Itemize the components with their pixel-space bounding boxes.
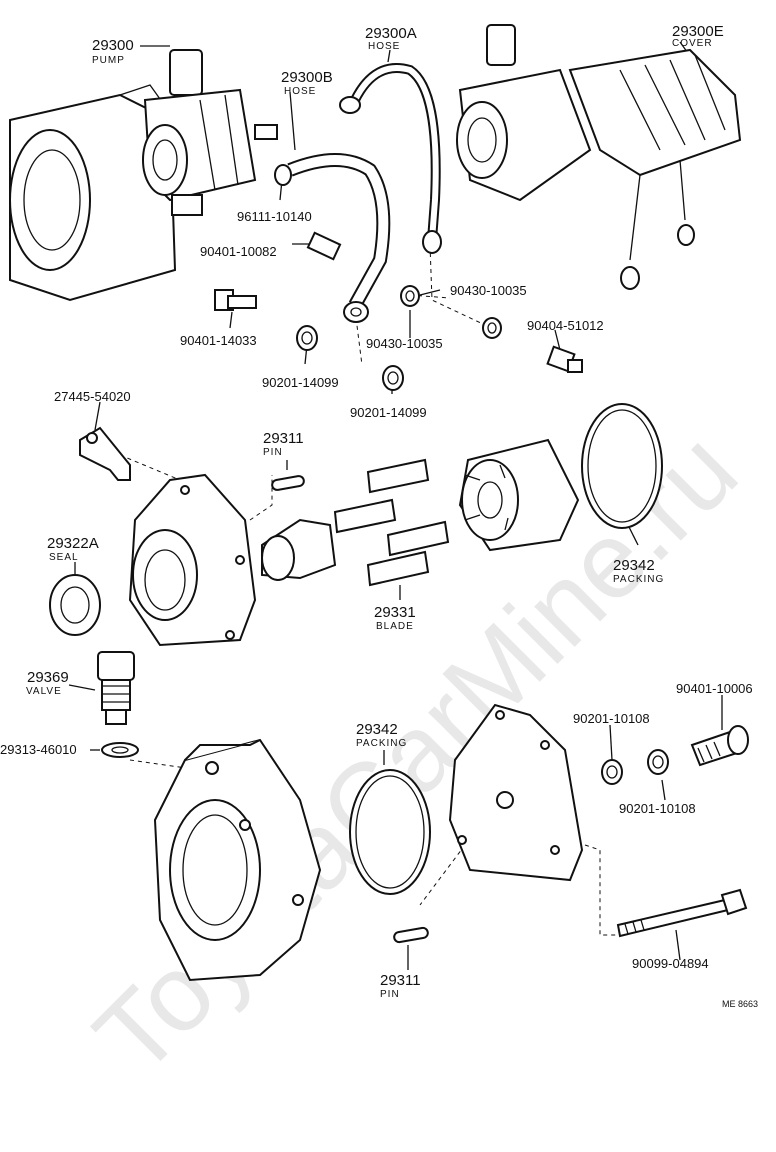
hose-29300b bbox=[274, 153, 391, 323]
label-part-name: PACKING bbox=[613, 574, 665, 585]
fitting-90404-51012 bbox=[546, 345, 583, 373]
label-part-no: 29311 bbox=[263, 430, 304, 447]
rotor bbox=[458, 438, 580, 552]
label-part-no: 29331 bbox=[374, 604, 416, 621]
drawing-reference: ME 8663 bbox=[722, 999, 759, 1009]
pin-29311-upper bbox=[271, 475, 305, 491]
end-plate bbox=[448, 703, 584, 882]
label-part-no: 90404-51012 bbox=[527, 318, 604, 333]
label-part-name: HOSE bbox=[368, 41, 401, 52]
label-part-no: 90201-10108 bbox=[619, 801, 696, 816]
label-part-no: 29300A bbox=[365, 25, 417, 42]
label-part-name: PUMP bbox=[92, 55, 125, 66]
label-part-name: SEAL bbox=[49, 552, 79, 563]
label-part-name: COVER bbox=[672, 38, 713, 49]
label-part-no: 90401-14033 bbox=[180, 333, 257, 348]
label-part-no: 90201-14099 bbox=[350, 405, 427, 420]
label-part-no: 29300B bbox=[281, 69, 333, 86]
label-part-no: 90401-10006 bbox=[676, 681, 753, 696]
rear-housing bbox=[153, 738, 322, 982]
label-part-name: VALVE bbox=[26, 686, 62, 697]
label-part-name: PIN bbox=[380, 989, 400, 1000]
label-part-no: 29311 bbox=[380, 972, 421, 989]
label-part-no: 29300 bbox=[92, 37, 134, 54]
bolt-90401-10006 bbox=[690, 725, 749, 767]
packing-29342-upper bbox=[581, 403, 663, 529]
label-part-no: 29322A bbox=[47, 535, 99, 552]
pump-with-cover-29300e bbox=[456, 24, 742, 290]
label-part-no: 90099-04894 bbox=[632, 956, 709, 971]
label-part-no: 27445-54020 bbox=[54, 389, 131, 404]
label-part-no: 90201-10108 bbox=[573, 711, 650, 726]
label-part-no: 29369 bbox=[27, 669, 69, 686]
bushing bbox=[261, 518, 337, 581]
label-part-no: 90430-10035 bbox=[366, 336, 443, 351]
label-part-no: 29313-46010 bbox=[0, 742, 77, 757]
gaskets-top bbox=[296, 285, 502, 391]
washer-29313-46010 bbox=[101, 742, 139, 758]
label-part-no: 29300E bbox=[672, 23, 724, 40]
label-part-no: 29342 bbox=[356, 721, 398, 738]
bracket-27445-54020 bbox=[79, 426, 131, 481]
label-part-no: 90201-14099 bbox=[262, 375, 339, 390]
label-part-no: 29342 bbox=[613, 557, 655, 574]
label-part-no: 90401-10082 bbox=[200, 244, 277, 259]
pump-assembly-29300 bbox=[9, 49, 278, 302]
hose-29300a bbox=[339, 63, 442, 254]
valve-29369 bbox=[97, 651, 135, 725]
front-housing bbox=[128, 473, 257, 647]
label-part-name: PACKING bbox=[356, 738, 408, 749]
label-part-no: 96111-10140 bbox=[237, 209, 312, 224]
blades-29331 bbox=[333, 458, 450, 587]
label-part-name: PIN bbox=[263, 447, 283, 458]
leader-lines bbox=[68, 41, 723, 970]
pin-29311-lower bbox=[393, 926, 429, 944]
banjo-bolts bbox=[214, 231, 342, 311]
label-part-name: HOSE bbox=[284, 86, 317, 97]
bolt-90099-04894 bbox=[616, 888, 748, 938]
gaskets-90201-10108 bbox=[601, 749, 669, 785]
seal-29322a bbox=[49, 574, 101, 636]
packing-29342-lower bbox=[349, 769, 431, 895]
label-part-name: BLADE bbox=[376, 621, 414, 632]
label-part-no: 90430-10035 bbox=[450, 283, 527, 298]
